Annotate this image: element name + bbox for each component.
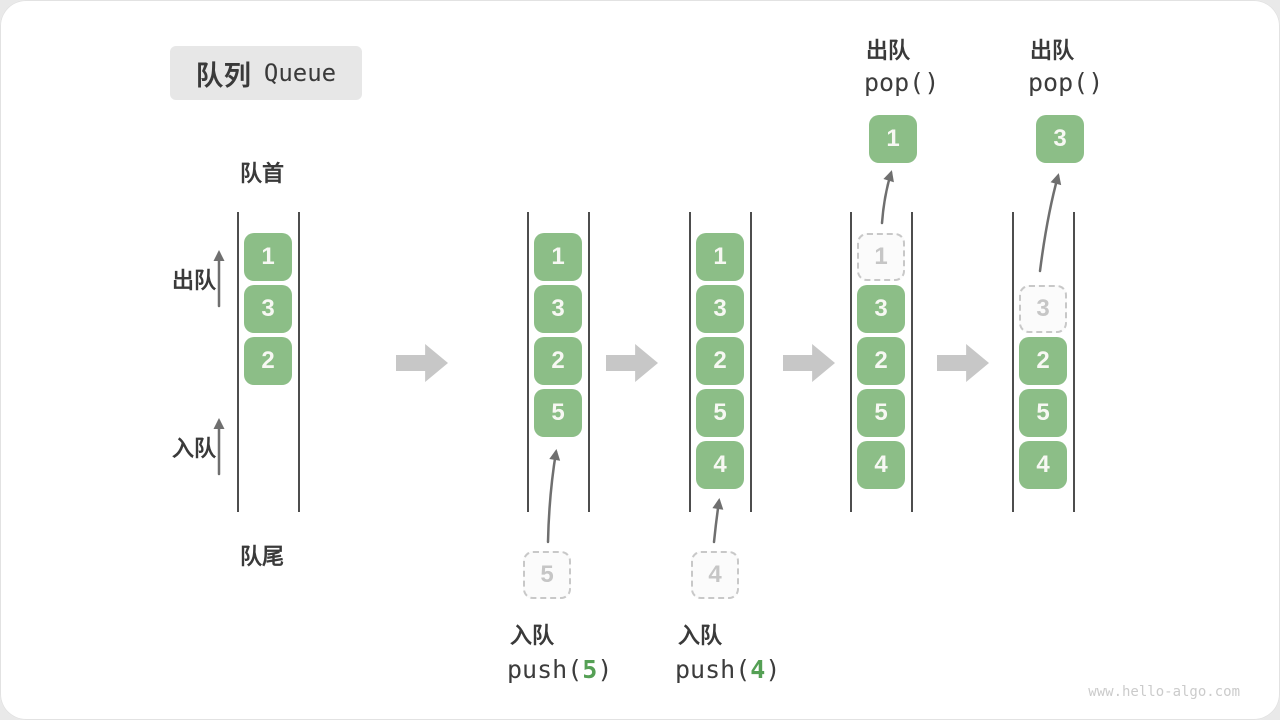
queue-cell: 4 xyxy=(1019,441,1067,489)
queue-cell: 2 xyxy=(534,337,582,385)
enqueue-op-call: push(4) xyxy=(675,655,780,684)
queue-wall xyxy=(237,212,239,512)
pending-cell: 5 xyxy=(523,551,571,599)
queue-wall xyxy=(911,212,913,512)
enqueue-arrow-icon xyxy=(546,449,561,544)
enqueue-op-label: 入队 xyxy=(510,623,555,648)
figure-title-box: 队列 Queue xyxy=(170,46,362,100)
op-call-arg: 5 xyxy=(582,655,598,684)
op-call-prefix: push( xyxy=(675,655,751,684)
dequeue-arrow-icon xyxy=(1038,173,1062,273)
dequeue-arrow-icon xyxy=(880,170,894,225)
dequeue-op-label: 出队 xyxy=(1030,38,1075,63)
enqueue-op-label: 入队 xyxy=(678,623,723,648)
queue-cell: 2 xyxy=(857,337,905,385)
pending-cell: 4 xyxy=(691,551,739,599)
queue-wall xyxy=(689,212,691,512)
dequeue-side-label: 出队 xyxy=(172,268,217,293)
queue-cell: 4 xyxy=(696,441,744,489)
popped-cell: 1 xyxy=(869,115,917,163)
step-arrow-icon xyxy=(937,344,989,382)
step-arrow-icon xyxy=(783,344,835,382)
figure-title-en: Queue xyxy=(263,59,337,87)
queue-wall xyxy=(850,212,852,512)
dequeue-op-label: 出队 xyxy=(866,38,911,63)
queue-wall xyxy=(1012,212,1014,512)
op-call-arg: 4 xyxy=(750,655,766,684)
removed-cell: 3 xyxy=(1019,285,1067,333)
dequeue-op-call: pop() xyxy=(1028,68,1104,97)
queue-wall xyxy=(588,212,590,512)
watermark: www.hello-algo.com xyxy=(1088,684,1240,700)
queue-cell: 1 xyxy=(534,233,582,281)
op-call-suffix: ) xyxy=(765,655,781,684)
queue-cell: 3 xyxy=(857,285,905,333)
enqueue-arrow-icon xyxy=(712,498,724,544)
op-call-prefix: push( xyxy=(507,655,583,684)
removed-cell: 1 xyxy=(857,233,905,281)
dequeue-op-call: pop() xyxy=(864,68,940,97)
queue-cell: 5 xyxy=(1019,389,1067,437)
queue-wall xyxy=(527,212,529,512)
queue-wall xyxy=(750,212,752,512)
queue-cell: 3 xyxy=(696,285,744,333)
popped-cell: 3 xyxy=(1036,115,1084,163)
queue-cell: 5 xyxy=(534,389,582,437)
queue-cell: 1 xyxy=(696,233,744,281)
queue-cell: 5 xyxy=(696,389,744,437)
step-arrow-icon xyxy=(606,344,658,382)
queue-wall xyxy=(1073,212,1075,512)
queue-front-label: 队首 xyxy=(240,161,285,186)
queue-cell: 3 xyxy=(244,285,292,333)
figure-title-zh: 队列 xyxy=(195,60,252,91)
enqueue-side-label: 入队 xyxy=(172,436,217,461)
queue-wall xyxy=(298,212,300,512)
queue-cell: 2 xyxy=(1019,337,1067,385)
queue-cell: 5 xyxy=(857,389,905,437)
enqueue-op-call: push(5) xyxy=(507,655,612,684)
queue-cell: 1 xyxy=(244,233,292,281)
queue-cell: 4 xyxy=(857,441,905,489)
queue-rear-label: 队尾 xyxy=(240,544,285,569)
queue-cell: 2 xyxy=(244,337,292,385)
queue-cell: 3 xyxy=(534,285,582,333)
queue-cell: 2 xyxy=(696,337,744,385)
step-arrow-icon xyxy=(396,344,448,382)
op-call-suffix: ) xyxy=(597,655,613,684)
